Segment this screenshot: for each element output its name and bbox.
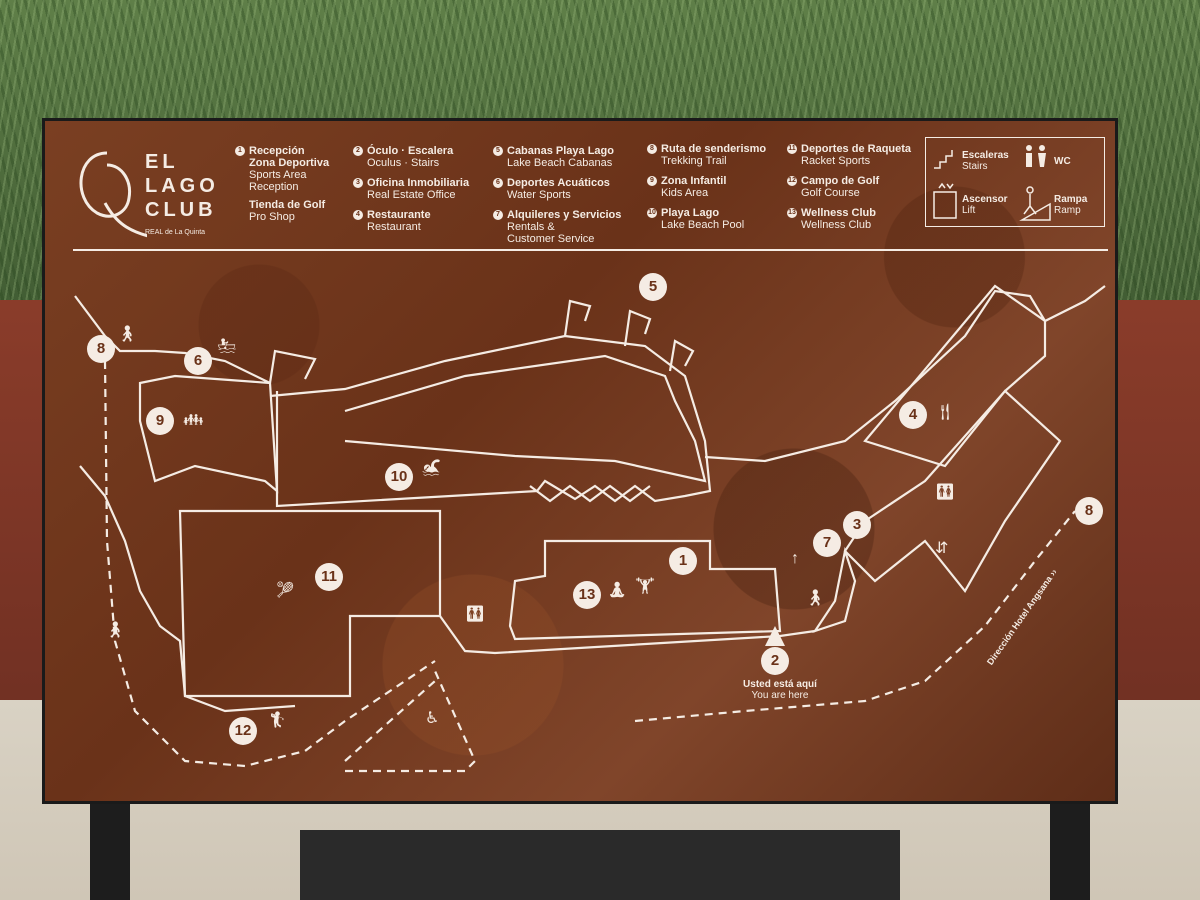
tennis-icon: 🎾︎ (275, 582, 296, 599)
trekking-trail (103, 360, 436, 768)
flag-3 (623, 309, 652, 347)
kids-area-outline (138, 374, 279, 494)
you-are-here-label: Usted está aquí You are here (743, 679, 817, 701)
map-marker-10: 10 (385, 463, 413, 491)
site-map (74, 284, 1106, 773)
map-marker-2-here: 2 (761, 647, 789, 675)
map-marker-7: 7 (813, 529, 841, 557)
map-marker-9: 9 (146, 407, 174, 435)
map-marker-4: 4 (899, 401, 927, 429)
logo-q-icon (79, 151, 147, 238)
lift-map-icon: ⇵ (935, 540, 949, 557)
racket-sports-area (178, 509, 442, 698)
legend-item-1: 1 Recepción Zona Deportiva Sports Area R… (235, 145, 329, 193)
golf-area-outline (79, 465, 296, 713)
golf-icon: 🏌︎ (267, 712, 288, 729)
hiker-icon: 🚶︎ (117, 326, 138, 343)
flag-4 (668, 339, 695, 372)
flag-1 (268, 349, 317, 384)
legend-item-13: 13 Wellness Club Wellness Club (787, 207, 876, 231)
el-lago-club-logo: EL LAGO CLUB REAL de La Quinta (67, 143, 217, 243)
fitness-icon: 🏋︎ (635, 578, 656, 595)
lift-icon (933, 182, 957, 219)
wc-map-icon: 🚻︎ (935, 484, 956, 501)
stairs-icon (934, 150, 953, 169)
map-marker-8-east: 8 (1075, 497, 1103, 525)
legend-item-3: 3 Oficina Inmobiliaria Real Estate Offic… (353, 177, 469, 201)
stand-shadow (300, 830, 900, 900)
restaurant-building (863, 284, 1047, 468)
legend-item-11: 11 Deportes de Raqueta Racket Sports (787, 143, 912, 167)
entrance-walkway (439, 615, 816, 655)
legend-item-5: 5 Cabanas Playa Lago Lake Beach Cabanas (493, 145, 614, 169)
logo-line-1: EL (145, 151, 179, 173)
map-marker-3: 3 (843, 511, 871, 539)
pool-icon: 🏊︎ (421, 460, 442, 477)
legend-item-8: 8 Ruta de senderismo Trekking Trail (647, 143, 766, 167)
map-marker-8-west: 8 (87, 335, 115, 363)
up-arrow-icon: ↑ (791, 550, 799, 567)
wc-entrance-icon: 🚻︎ (465, 606, 486, 623)
rowing-icon: 🚣︎ (217, 338, 238, 355)
map-marker-13: 13 (573, 581, 601, 609)
legend-item-7: 7 Alquileres y Servicios Rentals & Custo… (493, 209, 621, 245)
legend-wc: WC (1054, 156, 1071, 167)
logo-line-2: LAGO (145, 175, 219, 197)
flag-2 (563, 299, 592, 337)
restaurant-icon: 🍴︎ (935, 404, 956, 421)
map-marker-5: 5 (639, 273, 667, 301)
legend-item-4: 4 Restaurante Restaurant (353, 209, 431, 233)
map-sign: EL LAGO CLUB REAL de La Quinta 1 Recepci… (42, 118, 1118, 804)
cabins-zigzag (529, 484, 651, 503)
lake-outline (269, 334, 712, 508)
lake-inner (344, 354, 707, 483)
here-pin-tip (765, 626, 785, 646)
trail-hiker-icon: 🚶︎ (105, 622, 126, 639)
legend-item-pro-shop: Tienda de Golf Pro Shop (249, 199, 326, 223)
map-marker-12: 12 (229, 717, 257, 745)
trekking-trail-east (634, 510, 1076, 723)
logo-line-3: CLUB (145, 199, 217, 221)
map-marker-6: 6 (184, 347, 212, 375)
legend-item-10: 10 Playa Lago Lake Beach Pool (647, 207, 745, 231)
logo-subtitle: REAL de La Quinta (145, 229, 206, 236)
stairs-map-icon: 🚶︎ (805, 590, 826, 607)
header-divider (73, 249, 1108, 251)
kids-icon: 👪︎ (183, 412, 204, 429)
stairs-ramp-area (812, 546, 857, 634)
map-marker-11: 11 (315, 563, 343, 591)
legend-item-2: 2 Óculo · Escalera Oculus · Stairs (353, 145, 453, 169)
ramp-map-icon: ♿︎ (425, 710, 440, 727)
wc-icon (1026, 145, 1046, 167)
yoga-icon: 🧘︎ (607, 582, 628, 599)
legend-item-9: 9 Zona Infantil Kids Area (647, 175, 726, 199)
wellness-building (508, 539, 782, 641)
legend-item-6: 6 Deportes Acuáticos Water Sports (493, 177, 610, 201)
ramp-icon (1019, 186, 1051, 221)
promenade (704, 285, 1106, 463)
legend-item-12: 12 Campo de Golf Golf Course (787, 175, 880, 199)
access-road-dashed (344, 670, 477, 773)
map-marker-1: 1 (669, 547, 697, 575)
